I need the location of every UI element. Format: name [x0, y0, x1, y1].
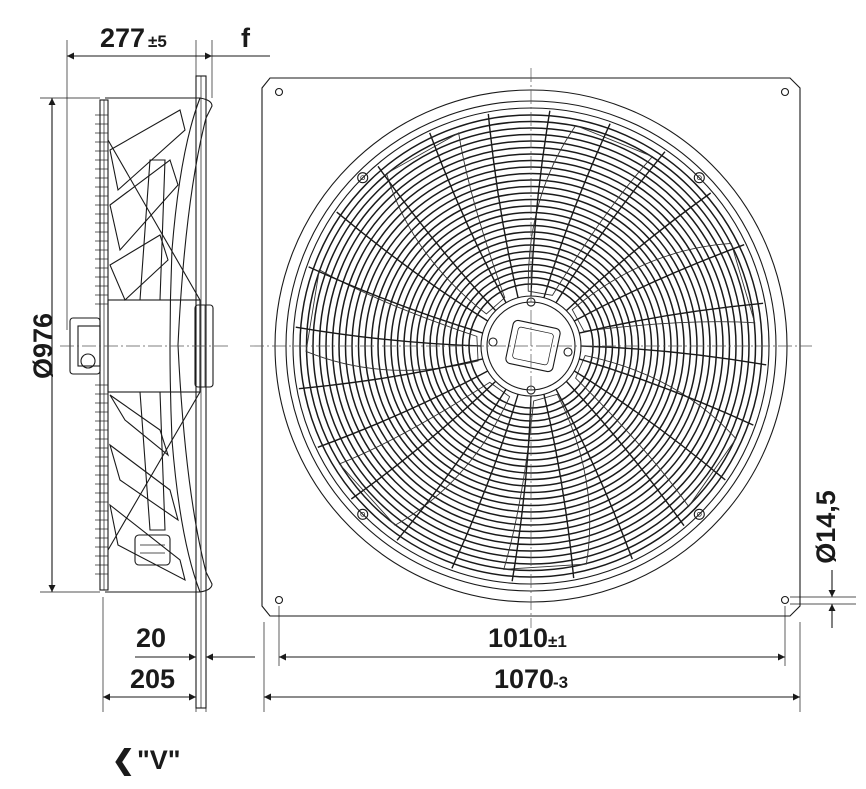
fan-blade — [385, 132, 506, 315]
fan-blades — [305, 124, 756, 570]
guard-spoke — [336, 211, 489, 322]
guard-clip-bolt — [696, 175, 702, 181]
side-blade — [109, 503, 186, 582]
dim-f-label: f — [241, 23, 251, 53]
dim-depth-value: 277 — [100, 23, 145, 53]
corner-hole — [780, 87, 790, 97]
guard-clip-bolt — [696, 511, 702, 517]
guard-spoke — [555, 388, 633, 560]
terminal-box — [505, 319, 561, 373]
guard-spoke — [350, 380, 497, 500]
side-blade — [109, 234, 169, 301]
side-blade — [109, 159, 179, 252]
guard-spoke — [580, 345, 767, 366]
corner-hole — [274, 87, 284, 97]
dim-depth-tolerance: ±5 — [148, 32, 167, 51]
guard-spoke — [487, 113, 519, 298]
fan-blade — [305, 269, 479, 371]
dim-hole-diameter: Ø14,5 — [811, 490, 841, 564]
guard-spoke — [295, 326, 482, 347]
dim-flange-offset: 20 — [136, 623, 166, 653]
fan-blade — [571, 243, 756, 332]
guard-spoke — [565, 192, 712, 312]
guard-spoke — [396, 388, 507, 541]
side-blade — [109, 394, 170, 457]
guard-spoke — [555, 151, 666, 304]
dim-hole-pitch-value: 1010 — [488, 623, 548, 653]
fan-blade — [527, 124, 654, 296]
fan-blade — [575, 355, 737, 508]
guard-spoke — [565, 380, 685, 527]
guard-clip-bolt — [360, 175, 366, 181]
dim-plate-width-tolerance: -3 — [553, 673, 568, 692]
guard-clip — [357, 508, 369, 520]
guard-spoke — [317, 370, 489, 448]
fan-blade — [338, 381, 511, 526]
side-guard-wires — [95, 114, 108, 575]
guard-spoke — [308, 266, 483, 334]
dim-hole-pitch-tolerance: ±1 — [548, 632, 567, 651]
dim-plate-width-value: 1070 — [494, 664, 554, 694]
guard-spoke — [377, 165, 497, 312]
front-view — [250, 68, 812, 628]
guard-clip-bolt — [360, 511, 366, 517]
guard-spoke — [451, 394, 519, 569]
corner-hole — [274, 595, 284, 605]
guard-clip — [693, 172, 705, 184]
guard-clips — [357, 172, 705, 520]
guard-spoke — [298, 358, 483, 390]
side-view — [60, 75, 230, 709]
side-blade — [109, 109, 186, 192]
fan-guard-spokes — [295, 110, 767, 582]
guard-spoke — [530, 110, 551, 297]
guard-spoke — [579, 302, 764, 334]
guard-spoke — [579, 358, 754, 426]
guard-spoke — [543, 123, 611, 298]
dimension-lines — [40, 40, 856, 712]
guard-spoke — [573, 244, 745, 322]
view-label: "V" — [137, 745, 181, 775]
guard-spoke — [573, 370, 726, 481]
dim-side-depth: 205 — [130, 664, 175, 694]
guard-spoke — [429, 132, 507, 304]
guard-spoke — [511, 395, 532, 582]
guard-spoke — [543, 394, 575, 579]
dim-diameter: Ø976 — [28, 313, 58, 379]
side-blade — [109, 443, 179, 522]
view-arrow-icon: ❮ — [112, 745, 135, 776]
corner-hole — [780, 595, 790, 605]
guard-clip — [693, 508, 705, 520]
guard-clip — [357, 172, 369, 184]
side-blades — [109, 109, 186, 582]
